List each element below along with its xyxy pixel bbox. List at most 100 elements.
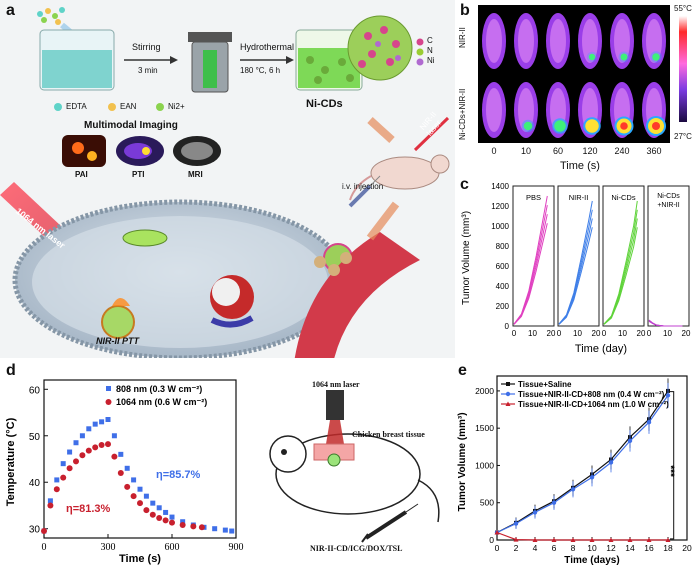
- atom-legend-ni: Ni: [427, 56, 435, 65]
- x-tick-label: 6: [552, 543, 557, 553]
- atom-legend-c: C: [427, 36, 433, 45]
- thermal-mouse-core: [518, 88, 534, 132]
- x-tick-label: 20: [547, 329, 556, 338]
- x-tick-label: 10: [618, 329, 627, 338]
- data-point-1064: [124, 483, 131, 490]
- data-point-1064: [85, 447, 92, 454]
- temperature-scale-bar: [679, 16, 687, 122]
- y-tick-label: 0: [505, 322, 510, 331]
- x-tick-label: 20: [592, 329, 601, 338]
- data-point-808: [111, 433, 117, 439]
- thermal-hotspot-peak: [652, 122, 660, 130]
- data-point: [608, 460, 614, 465]
- imaging-pai: PAI: [75, 170, 88, 179]
- data-point: [589, 537, 595, 542]
- plot-frame: [43, 379, 237, 539]
- data-point-1064: [60, 474, 67, 481]
- thermal-mouse-core: [550, 19, 566, 63]
- data-point-1064: [143, 507, 150, 514]
- x-tick-label: 0: [557, 329, 562, 338]
- nir-laser-beam: [413, 116, 450, 152]
- reagent-ean: EAN: [120, 102, 137, 111]
- x-tick-label: 2: [514, 543, 519, 553]
- data-point: [551, 500, 557, 505]
- data-point-808: [137, 486, 143, 492]
- panel-c-chart: Tumor Volume (mm³)0200400600800100012001…: [461, 182, 691, 355]
- series-line: [603, 209, 638, 325]
- data-point-1064: [117, 469, 124, 476]
- data-point: [665, 393, 671, 398]
- y-tick-label: 400: [496, 282, 510, 291]
- imaging-title: Multimodal Imaging: [84, 120, 178, 131]
- temp-min-label: 27°C: [674, 132, 692, 141]
- data-point-1064: [105, 441, 111, 448]
- time-tick-label: 0: [491, 146, 497, 156]
- y-tick-label: 200: [496, 302, 510, 311]
- panel-b-xlabel: Time (s): [560, 160, 600, 172]
- data-point: [646, 420, 652, 425]
- legend-marker: [505, 401, 511, 406]
- data-point: [532, 537, 538, 542]
- series-line: [496, 390, 669, 534]
- legend-marker-1064: [105, 399, 112, 405]
- data-point-808: [47, 498, 53, 504]
- group-label: NIR-II: [569, 193, 589, 202]
- data-point-808: [163, 509, 169, 515]
- atom-legend-n: N: [427, 46, 433, 55]
- panel-d-xlabel: Time (s): [119, 553, 161, 565]
- thermal-mouse-core: [518, 19, 534, 63]
- autoclave-icon: [188, 32, 232, 93]
- panel-c-ylabel: Tumor Volume (mm³): [461, 211, 472, 305]
- legend-label: Tissue+NIR-II-CD+808 nm (0.4 W cm⁻²): [518, 390, 665, 399]
- data-point: [513, 521, 519, 526]
- data-point-808: [180, 519, 186, 525]
- x-tick-label: 600: [165, 542, 180, 553]
- data-point-1064: [92, 444, 99, 451]
- time-tick-label: 10: [520, 146, 531, 156]
- y-tick-label: 2000: [475, 386, 494, 396]
- thermal-hotspot-core: [585, 119, 599, 133]
- data-point-1064: [98, 442, 105, 449]
- series-line: [558, 200, 593, 325]
- x-tick-label: 10: [528, 329, 537, 338]
- data-point-1064: [130, 493, 137, 500]
- pai-image: [62, 135, 106, 167]
- thermal-hotspot-peak: [620, 122, 628, 130]
- panel-c-xlabel: Time (day): [575, 343, 627, 355]
- mouse-laser-label: 1064 nm laser: [312, 380, 360, 389]
- row-label-ni-cds-nir: Ni-CDs+NIR-II: [458, 88, 467, 140]
- stirring-label: Stirring: [132, 42, 161, 52]
- panel-d-ylabel: Temperature (°C): [5, 417, 17, 506]
- data-point: [627, 438, 633, 444]
- data-point-808: [222, 527, 228, 533]
- legend-label: Tissue+Saline: [518, 380, 572, 389]
- panel-c-letter: c: [460, 176, 469, 193]
- x-tick-label: 10: [587, 543, 597, 553]
- data-point-808: [143, 493, 149, 499]
- data-point-1064: [169, 519, 175, 526]
- series-line: [496, 531, 668, 541]
- reagent-ni: Ni2+: [168, 102, 185, 111]
- data-point-1064: [79, 452, 86, 459]
- panel-e-letter: e: [458, 362, 467, 379]
- y-tick-label: 50: [29, 432, 41, 443]
- y-tick-label: 500: [480, 498, 494, 508]
- data-point-808: [156, 505, 162, 511]
- x-tick-label: 300: [101, 542, 116, 553]
- legend-marker-808: [106, 386, 111, 391]
- subplot-frame: [557, 185, 600, 327]
- mitochondrion-icon: [122, 229, 168, 247]
- thermal-hotspot-core: [554, 120, 566, 132]
- data-point-808: [67, 449, 73, 455]
- row-label-nir: NIR-II: [458, 27, 467, 48]
- x-tick-label: 18: [663, 543, 673, 553]
- group-label: PBS: [526, 193, 541, 202]
- mouse-tissue-label: Chicken breast tissue: [352, 430, 425, 439]
- x-tick-label: 16: [644, 543, 654, 553]
- series-line: [513, 223, 548, 325]
- legend-marker: [506, 382, 510, 386]
- data-point: [494, 530, 500, 535]
- x-tick-label: 0: [512, 329, 517, 338]
- data-point-808: [150, 500, 156, 506]
